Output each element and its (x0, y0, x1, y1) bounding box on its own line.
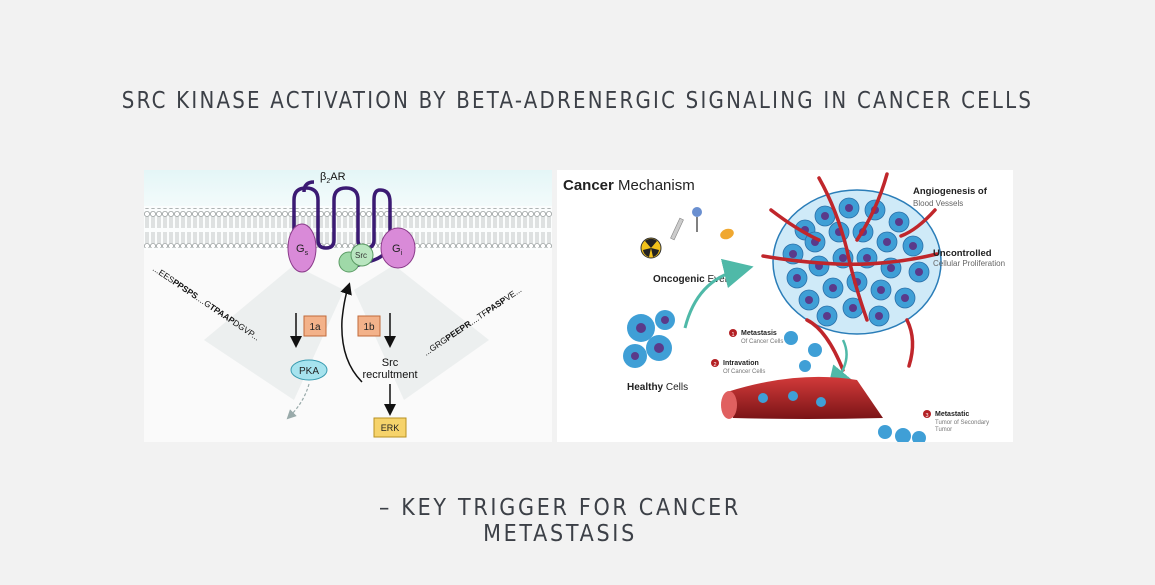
svg-text:ERK: ERK (381, 423, 400, 433)
healthy-cells (623, 310, 675, 368)
svg-text:2: 2 (713, 362, 716, 368)
cigarette-icon (670, 217, 684, 241)
page-subtitle: – KEY TRIGGER FOR CANCER METASTASIS (378, 495, 742, 547)
secondary-tumor (878, 425, 926, 442)
svg-text:Metastasis: Metastasis (741, 330, 777, 337)
svg-text:1: 1 (731, 332, 734, 338)
pka-node (290, 359, 328, 381)
svg-text:Src: Src (355, 251, 367, 260)
virus-icon (692, 207, 702, 217)
tumor-mass (761, 172, 942, 372)
angiogenesis-label: Angiogenesis of (913, 186, 988, 197)
blood-vessel (721, 376, 883, 419)
uncontrolled-proliferation-label: Uncontrolled (933, 248, 992, 259)
cancer-mechanism-diagram: Cancer Mechanism Oncogenic Event Healthy… (563, 172, 1005, 442)
svg-text:Tumor of Secondary: Tumor of Secondary (935, 420, 989, 426)
svg-text:Cellular Proliferation: Cellular Proliferation (933, 259, 1005, 268)
signaling-diagram-panel: β2AR Gs Gi Src ...EESPPSPS....GTPAAPDGVP… (144, 170, 552, 442)
svg-text:1a: 1a (309, 322, 321, 333)
gi-protein (380, 227, 416, 269)
step-1a-box (303, 315, 327, 337)
svg-text:Metastatic: Metastatic (935, 411, 969, 418)
svg-text:Tumor: Tumor (935, 427, 952, 433)
svg-text:3: 3 (925, 413, 928, 419)
cancer-mechanism-panel: Cancer Mechanism Oncogenic Event Healthy… (557, 170, 1013, 442)
svg-text:Blood Vessels: Blood Vessels (913, 199, 963, 208)
svg-text:Intravation: Intravation (723, 360, 759, 367)
beta2ar-receptor (292, 186, 381, 258)
receptor-label: β2AR (320, 171, 346, 185)
svg-text:Src: Src (382, 357, 399, 369)
signaling-diagram: β2AR Gs Gi Src ...EESPPSPS....GTPAAPDGVP… (144, 170, 552, 442)
gs-protein (287, 223, 317, 273)
pill-icon (720, 228, 734, 240)
svg-text:Of Cancer Cells: Of Cancer Cells (723, 369, 765, 375)
svg-text:recrultment: recrultment (362, 369, 417, 381)
svg-text:PKA: PKA (299, 366, 319, 377)
svg-text:Gs: Gs (296, 243, 309, 257)
step-3-marker (923, 410, 931, 418)
healthy-cells-label: Healthy Cells (627, 382, 688, 393)
cancer-mechanism-title: Cancer Mechanism (563, 177, 695, 194)
svg-text:1b: 1b (363, 322, 375, 333)
svg-text:Of Cancer Cells: Of Cancer Cells (741, 339, 783, 345)
page-title: SRC KINASE ACTIVATION BY BETA-ADRENERGIC… (121, 88, 1034, 114)
svg-text:Gi: Gi (392, 243, 403, 257)
cell-membrane (144, 208, 552, 248)
step-2-marker (711, 359, 719, 367)
step-1b-box (357, 315, 381, 337)
step-1-marker (729, 329, 737, 337)
erk-box (373, 417, 407, 438)
